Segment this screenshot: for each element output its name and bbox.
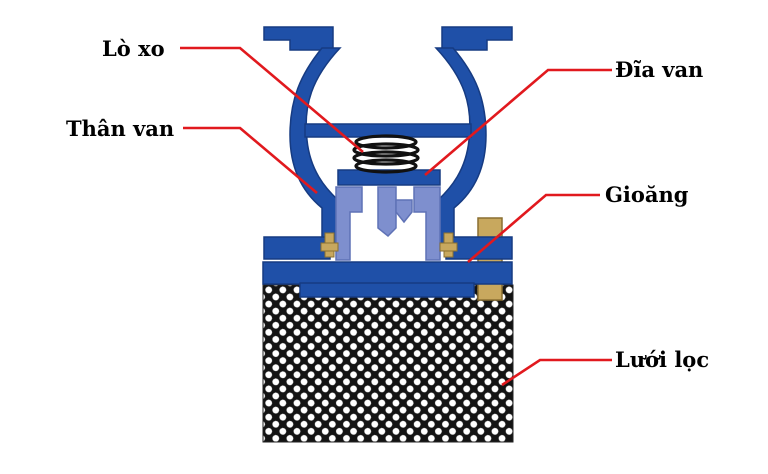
spring-coil <box>352 134 420 174</box>
leader-spring <box>180 46 364 153</box>
leader-strainer <box>501 358 612 387</box>
label-disc: Đĩa van <box>615 57 703 82</box>
valve-body <box>262 26 513 298</box>
strainer-mesh <box>262 284 514 443</box>
label-spring: Lò xo <box>102 36 165 61</box>
label-strainer: Lưới lọc <box>615 347 709 372</box>
disc-guide <box>335 186 441 261</box>
leader-lines <box>180 46 612 387</box>
brass-bolts <box>320 232 458 258</box>
label-gasket: Gioăng <box>605 182 689 207</box>
leader-body <box>183 126 318 194</box>
leader-disc <box>424 68 612 176</box>
label-body: Thân van <box>66 116 174 141</box>
leader-gasket <box>467 193 600 263</box>
